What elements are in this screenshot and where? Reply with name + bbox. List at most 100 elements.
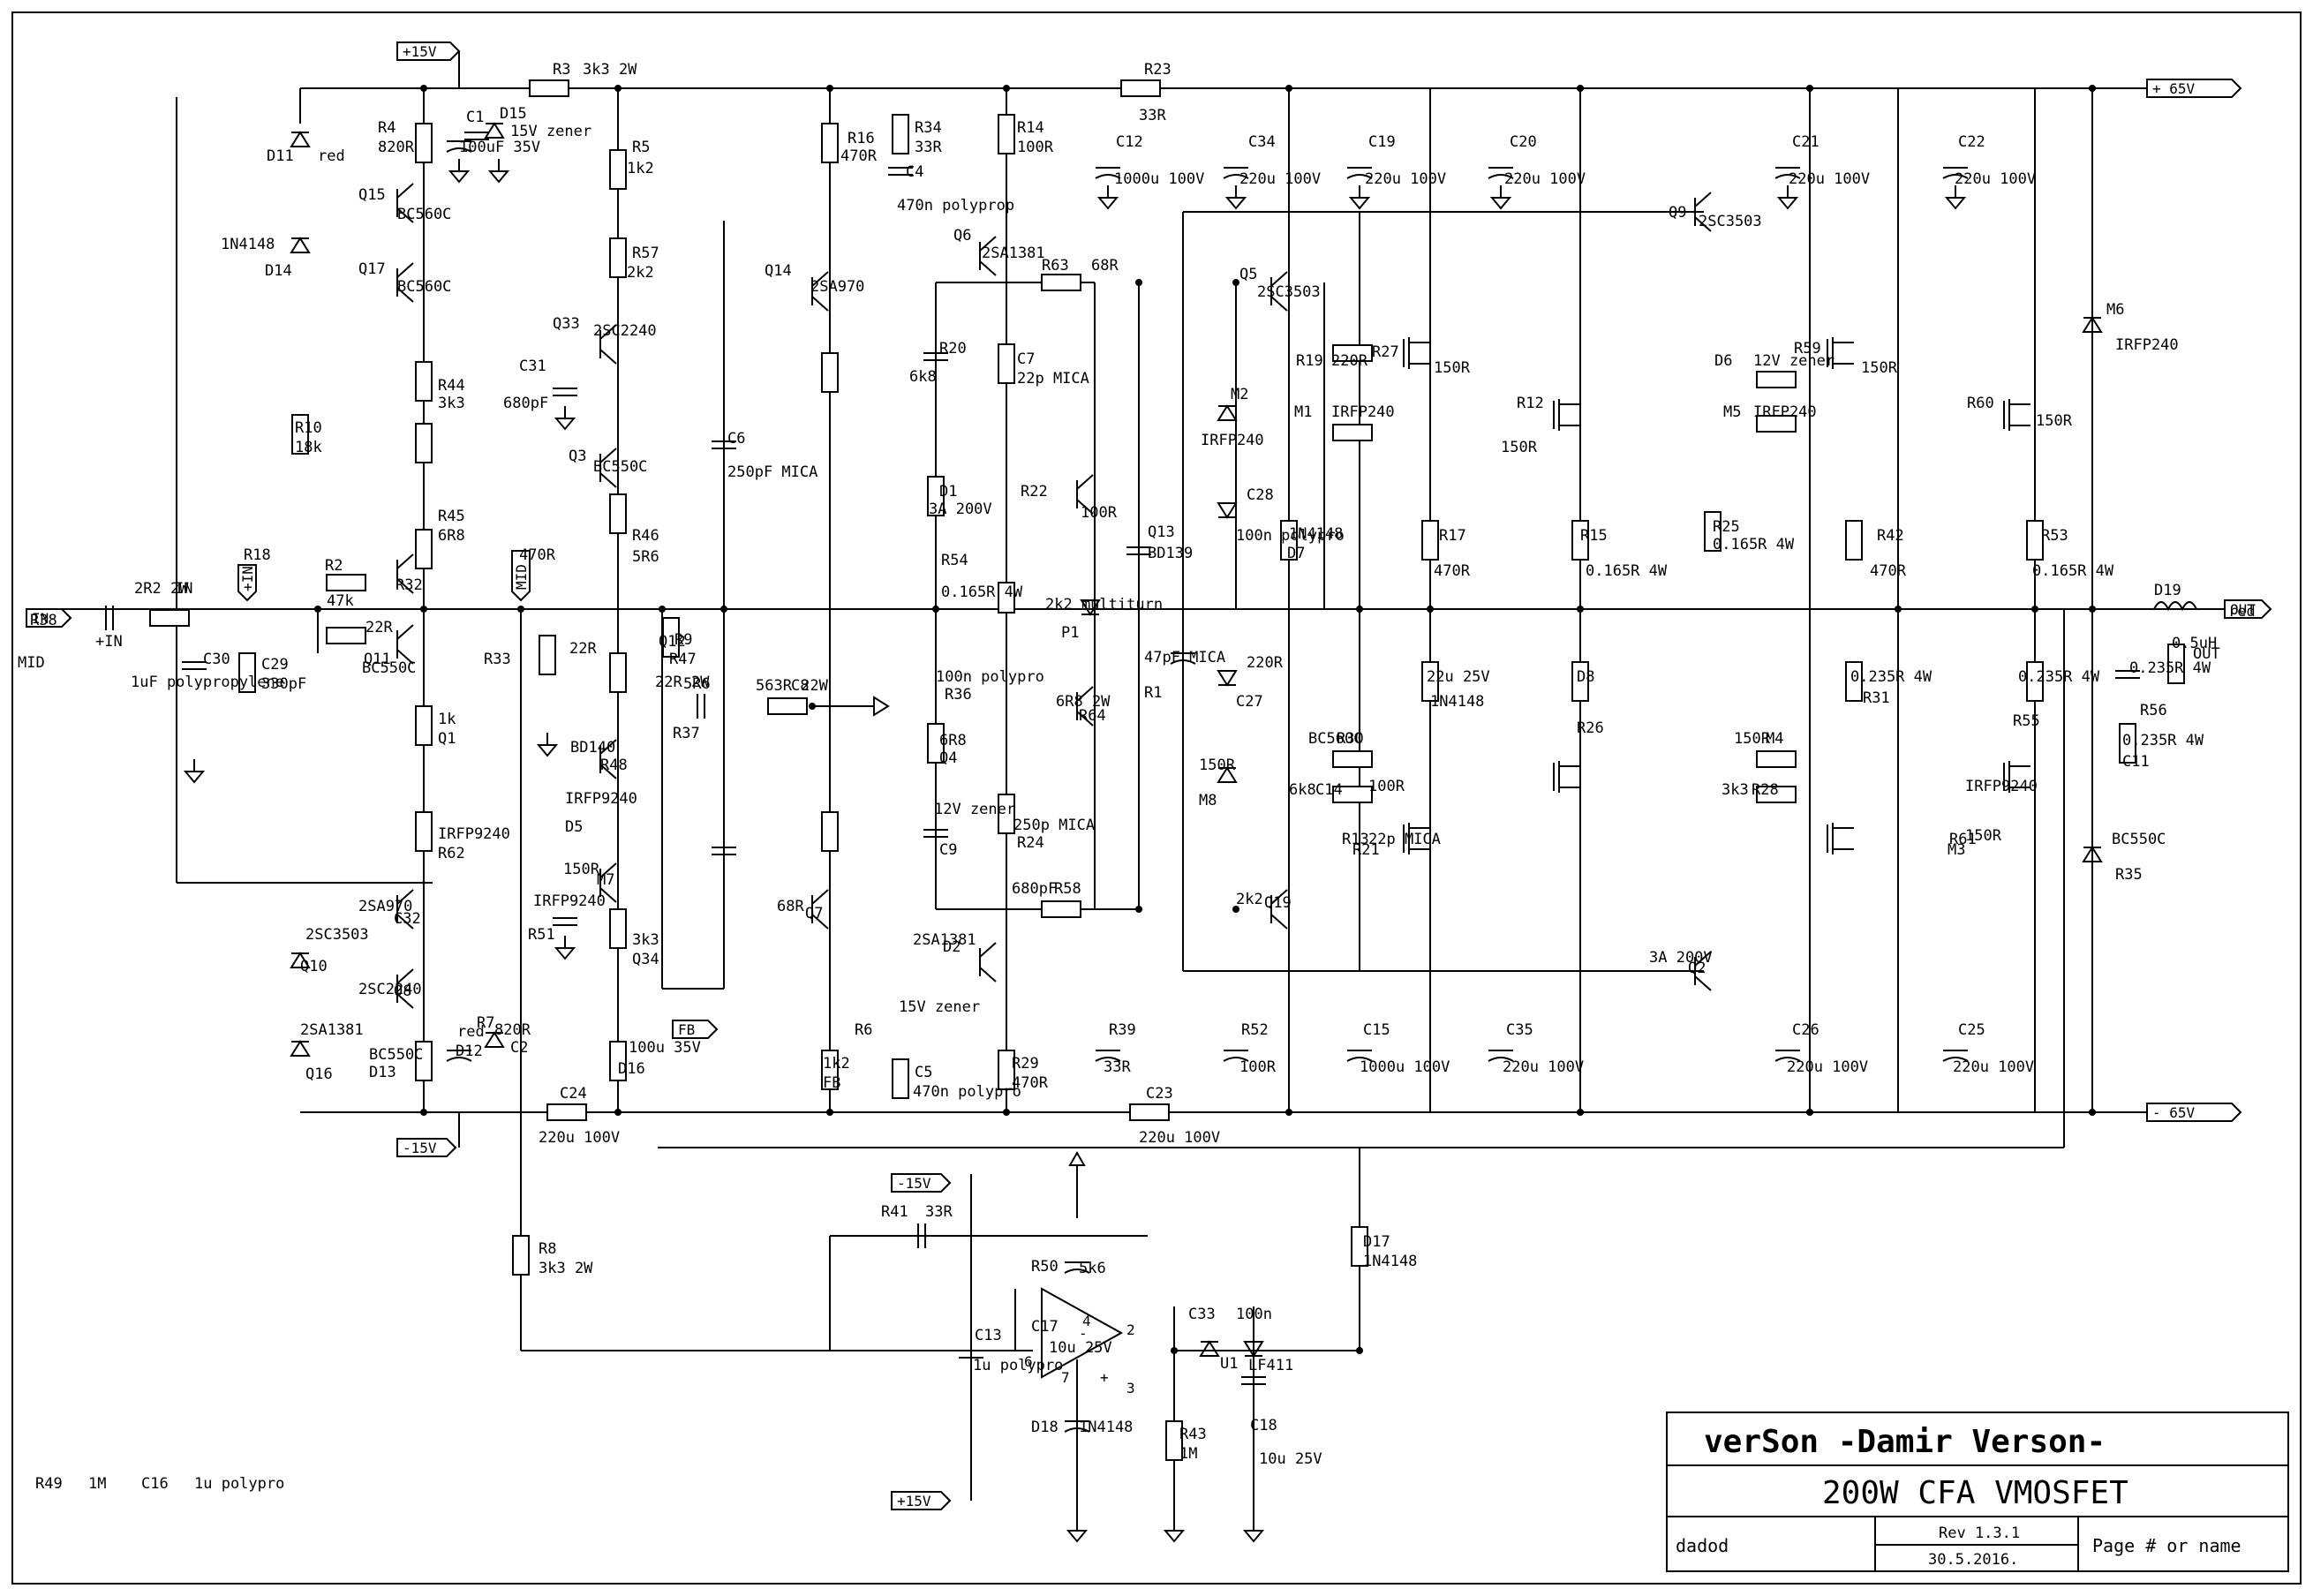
component-label: 1u polypro xyxy=(973,1357,1063,1374)
component-label: C19 xyxy=(1368,133,1396,151)
component-label: 100R xyxy=(1017,139,1054,156)
resistor-symbol xyxy=(1041,274,1081,291)
resistor-symbol xyxy=(1120,79,1161,97)
component-label: C12 xyxy=(1116,133,1143,151)
component-label: R4 xyxy=(378,119,396,137)
component-label: Q11 xyxy=(364,651,391,668)
diode-symbol xyxy=(290,1040,311,1057)
component-label: 22u 25V xyxy=(1427,668,1490,686)
component-label: R46 xyxy=(632,527,659,545)
in-label: IN xyxy=(32,610,49,627)
+65V-label: + 65V xyxy=(2152,80,2196,97)
component-label: R62 xyxy=(438,845,465,862)
component-label: +IN xyxy=(95,633,123,651)
component-label: R2 xyxy=(325,557,343,575)
component-label: 470R xyxy=(1870,562,1907,580)
component-label: 220u 100V xyxy=(1239,170,1321,188)
ground-icon xyxy=(1776,185,1799,210)
component-label: R42 xyxy=(1877,527,1904,545)
opamp-pin-number: - xyxy=(1079,1325,1088,1342)
component-label: C8 xyxy=(791,677,809,695)
resistor-symbol xyxy=(998,343,1015,384)
+65V-flag xyxy=(2146,79,2242,98)
component-label: 2k2 xyxy=(627,264,654,282)
component-label: OUT xyxy=(2193,645,2220,663)
component-label: 470R xyxy=(1012,1074,1049,1092)
component-label: Q2 xyxy=(1688,960,1706,977)
out-flag xyxy=(2224,599,2272,619)
component-label: D19 xyxy=(2154,582,2181,599)
component-label: IRFP9240 xyxy=(438,825,510,843)
component-label: R9 xyxy=(674,631,692,649)
junction-dot xyxy=(420,85,427,92)
component-label: C35 xyxy=(1506,1021,1533,1039)
component-label: 68R xyxy=(1091,257,1119,275)
component-label: 12V zener xyxy=(1753,352,1835,370)
component-label: 220R xyxy=(1247,654,1284,672)
component-label: U1 xyxy=(1220,1355,1238,1373)
-15V-opamp-flag xyxy=(891,1173,952,1193)
resistor-symbol xyxy=(1332,424,1373,441)
component-label: BC550C xyxy=(2112,831,2166,848)
component-label: M3 xyxy=(1948,841,1965,859)
transistor-symbol xyxy=(811,914,829,930)
junction-dot xyxy=(1806,85,1813,92)
resistor-symbol xyxy=(821,1050,839,1090)
+15V-label: +15V xyxy=(403,43,437,60)
component-label: 2R2 2W xyxy=(134,580,189,598)
component-label: C7 xyxy=(1017,350,1035,368)
component-label: 0.165R 4W xyxy=(2032,562,2114,580)
component-label: C30 xyxy=(203,651,230,668)
title-block-page: Page # or name xyxy=(2092,1535,2241,1556)
resistor-symbol xyxy=(892,114,909,154)
transistor-symbol xyxy=(396,207,414,223)
diode-symbol xyxy=(290,952,311,968)
junction-dot xyxy=(1135,906,1142,913)
opamp-pin-number: 7 xyxy=(1061,1369,1070,1386)
+15V-opamp-flag xyxy=(891,1491,952,1510)
electrolytic-capacitor-symbol xyxy=(446,1057,472,1062)
component-label: 2SC3503 xyxy=(305,926,369,944)
fb-flag xyxy=(672,1020,719,1039)
diode-symbol xyxy=(1217,766,1238,783)
junction-dot xyxy=(420,606,427,613)
component-label: 150R xyxy=(2036,412,2073,430)
component-label: 220u 100V xyxy=(1503,1058,1584,1076)
component-label: 33R xyxy=(1139,107,1166,124)
component-label: C18 xyxy=(1250,1417,1277,1434)
component-label: 220u 100V xyxy=(1365,170,1446,188)
component-label: C20 xyxy=(1510,133,1537,151)
component-label: 220u 100V xyxy=(1789,170,1870,188)
junction-dot xyxy=(1356,1347,1363,1354)
junction-dot xyxy=(2031,606,2038,613)
transistor-symbol xyxy=(1270,914,1288,930)
component-label: Q9 xyxy=(1669,204,1686,222)
junction-dot xyxy=(2089,85,2096,92)
component-label: 6R8 xyxy=(939,732,967,749)
component-label: IRFP9240 xyxy=(565,790,637,808)
component-label: BC550C xyxy=(362,659,416,677)
component-label: 22R 2W xyxy=(655,674,710,691)
resistor-symbol xyxy=(1756,786,1797,803)
resistor-symbol xyxy=(609,149,627,190)
component-label: Q19 xyxy=(1264,894,1292,912)
junction-dot xyxy=(614,85,622,92)
component-label: BD139 xyxy=(1148,545,1193,562)
transistor-symbol xyxy=(396,624,414,640)
component-label: 150R xyxy=(1199,757,1236,774)
component-label: C33 xyxy=(1188,1306,1216,1323)
component-label: 470R xyxy=(519,546,556,564)
component-label: 2k2 xyxy=(1236,891,1263,908)
component-label: C4 xyxy=(906,163,923,181)
electrolytic-capacitor-symbol xyxy=(1223,1057,1249,1062)
component-label: 0.235R 4W xyxy=(1850,668,1933,686)
diode-symbol xyxy=(484,122,505,139)
transistor-symbol xyxy=(396,287,414,303)
component-label: 220u 100V xyxy=(1787,1058,1868,1076)
transistor-symbol xyxy=(979,260,997,276)
component-label: R48 xyxy=(600,757,628,774)
component-label: C2 xyxy=(510,1039,528,1057)
component-label: C13 xyxy=(975,1327,1002,1344)
component-label: IRFP9240 xyxy=(533,892,606,910)
component-label: R51 xyxy=(528,926,555,944)
